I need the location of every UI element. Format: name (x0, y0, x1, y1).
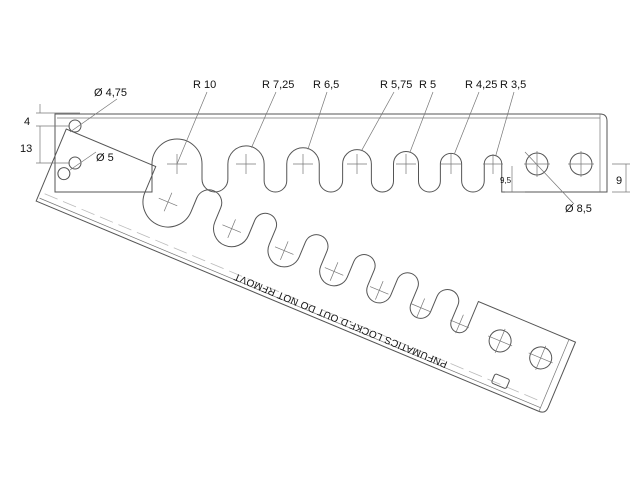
slot-radius-label: R 3,5 (500, 79, 526, 91)
dim-9-label: 9 (616, 175, 622, 187)
slot-center-cross (441, 154, 461, 174)
radius-leader (251, 91, 277, 148)
dimension-extension-lines (36, 112, 80, 164)
dim-9-5-label: 9,5 (500, 176, 512, 185)
slot-center-cross (324, 262, 344, 281)
end-hole (57, 167, 71, 181)
height-dimension (612, 163, 630, 193)
radius-leader (453, 91, 480, 155)
radius-leader (409, 91, 434, 153)
slot-center-cross (450, 314, 469, 334)
slot-radius-label: R 6,5 (313, 79, 339, 91)
slot-center-cross (293, 154, 313, 174)
slot-center-cross (483, 154, 503, 174)
slot-radius-label: R 7,25 (262, 79, 294, 91)
hole-dia-8-5-label: Ø 8,5 (565, 203, 592, 215)
slot-center-cross (369, 281, 389, 300)
slot-center-cross (236, 154, 256, 174)
radius-leader (495, 91, 515, 157)
slot-center-cross (347, 154, 367, 174)
bend-line (39, 197, 541, 408)
hole-center-cross (568, 151, 594, 177)
slot-center-cross (396, 154, 416, 174)
bar-outline (35, 128, 577, 413)
slot-radius-label: R 10 (193, 79, 216, 91)
radius-leader (176, 91, 208, 165)
slot-center-cross (274, 241, 294, 260)
slot-center-cross (222, 219, 242, 238)
hole-leader (69, 151, 97, 171)
slot-radius-label: R 4,25 (465, 79, 497, 91)
radius-leader (307, 91, 328, 150)
hole-center-cross (487, 328, 513, 354)
lockout-stamp-text: PNFUMATICS LOCKF.D OUT DO NOT RFMOVT (232, 270, 449, 369)
hole-dia-4-75-label: Ø 4,75 (94, 87, 127, 99)
dim-4-label: 4 (24, 116, 30, 128)
slot-radius-label: R 5,75 (380, 79, 412, 91)
slot-radius-label: R 5 (419, 79, 436, 91)
dashed-edge-line (44, 193, 543, 403)
pivot-hole (68, 119, 82, 133)
slot-center-cross (158, 192, 178, 212)
hole-leader (69, 98, 118, 133)
depth-dimension (505, 166, 525, 193)
lower-bar (35, 128, 577, 413)
annotations (36, 91, 630, 205)
hole-leader (524, 151, 575, 205)
dim-13-label: 13 (20, 143, 32, 155)
upper-bar (54, 113, 608, 193)
radius-leader (361, 91, 395, 152)
pivot-hole (68, 156, 82, 170)
hole-center-cross (524, 151, 550, 177)
bar-outline (54, 113, 608, 193)
hole-center-cross (528, 345, 553, 371)
slot-center-cross (411, 298, 431, 318)
tab-line (538, 339, 570, 412)
hole-dia-5-label: Ø 5 (96, 152, 114, 164)
tab-slot (491, 373, 510, 389)
